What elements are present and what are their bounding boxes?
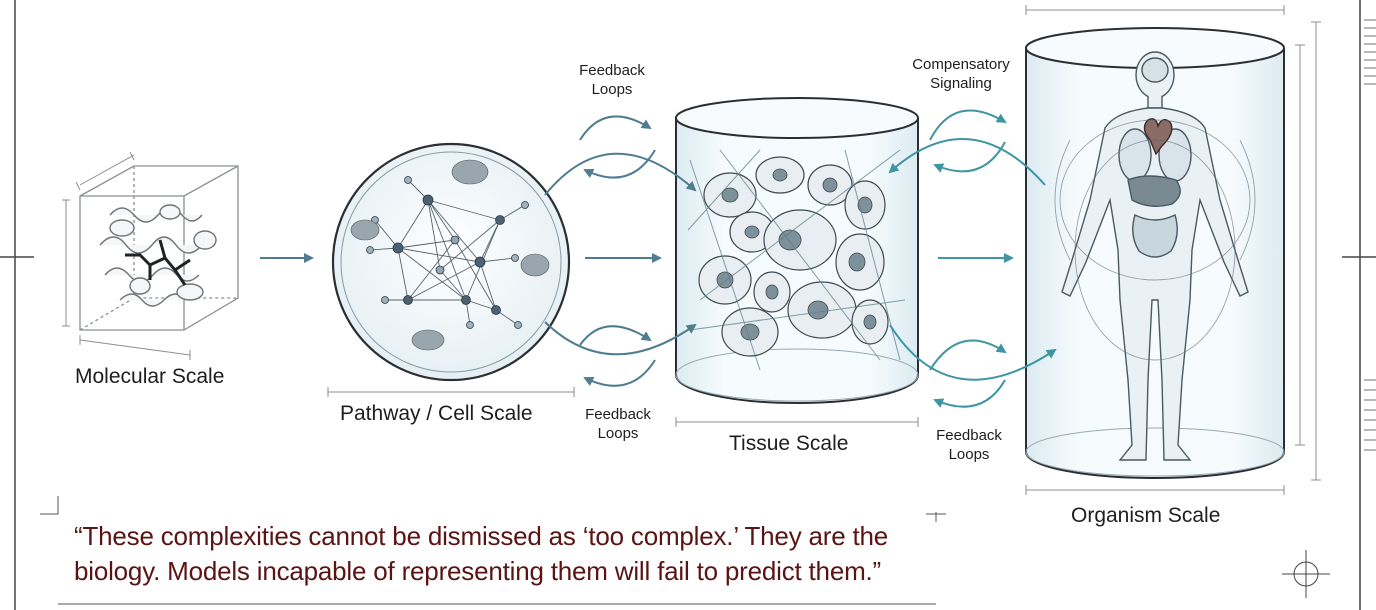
quote-line1: “These complexities cannot be dismissed … <box>74 521 889 551</box>
feedback-top-line2: Loops <box>591 81 633 98</box>
organism-loops <box>1054 119 1256 361</box>
protein-structure <box>99 204 217 307</box>
arrow-pathway-up-tissue <box>544 152 697 196</box>
feedback-loops-top-label: Feedback Loops <box>572 61 652 99</box>
flow-arrows <box>260 152 1014 356</box>
tissue-cylinder <box>675 97 919 427</box>
pathway-cell-scale-label: Pathway / Cell Scale <box>340 402 533 425</box>
molecular-scale-label: Molecular Scale <box>75 365 225 388</box>
feedback-bottom-line2: Loops <box>597 425 639 442</box>
feedback-loop-right <box>889 324 1057 408</box>
molecular-cube <box>62 151 239 360</box>
quote-line2: biology. Models incapable of representin… <box>74 556 882 586</box>
feedback-top-line1: Feedback <box>579 62 645 79</box>
compensatory-loop <box>888 109 1046 186</box>
tissue-scale-label: Tissue Scale <box>729 432 849 455</box>
pathway-dish <box>327 142 575 397</box>
feedback-loop-top <box>579 115 656 179</box>
arrow-pathway-down-tissue <box>544 321 697 356</box>
quote-text: “These complexities cannot be dismissed … <box>74 519 924 589</box>
feedback-loops-bottom-label: Feedback Loops <box>578 405 658 443</box>
feedback-loops-right-label: Feedback Loops <box>929 426 1009 464</box>
feedback-loop-bottom <box>579 325 656 387</box>
feedback-right-line2: Loops <box>948 446 990 463</box>
compensatory-line2: Signaling <box>930 75 992 92</box>
feedback-bottom-line1: Feedback <box>585 406 651 423</box>
compensatory-signaling-label: Compensatory Signaling <box>901 55 1021 93</box>
quote-frame-marks <box>40 496 946 605</box>
human-figure <box>1061 51 1249 461</box>
organism-scale-label: Organism Scale <box>1071 504 1221 527</box>
feedback-right-line1: Feedback <box>936 427 1002 444</box>
compensatory-line1: Compensatory <box>912 56 1010 73</box>
quote-box: “These complexities cannot be dismissed … <box>58 505 936 601</box>
